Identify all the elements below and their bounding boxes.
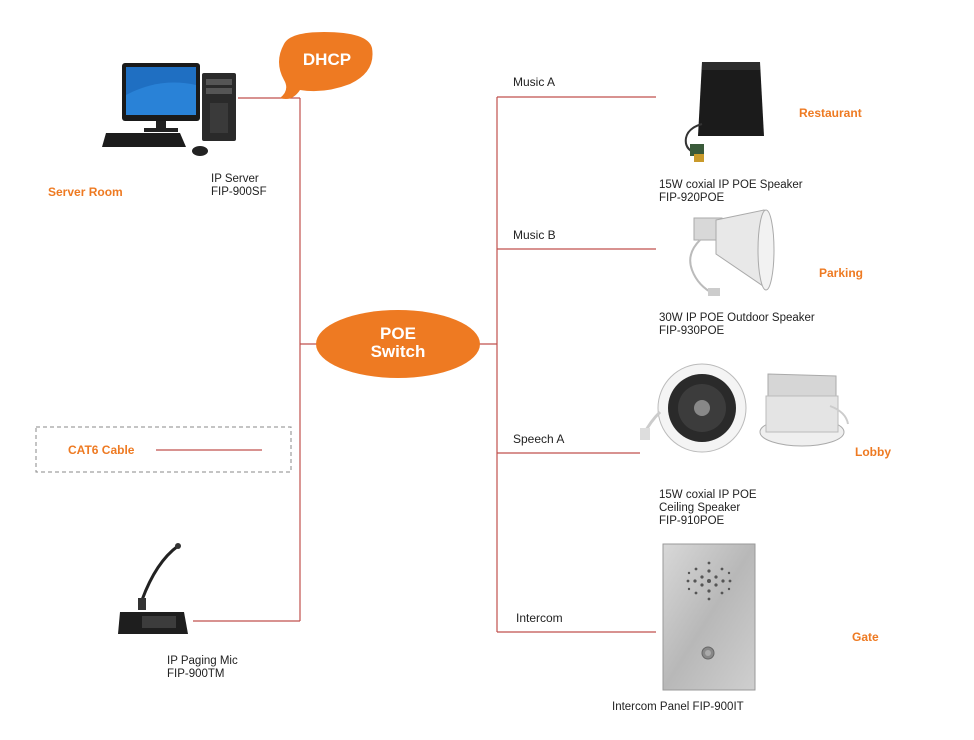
speech-a-label: Speech A: [513, 432, 565, 446]
poe-switch-label-line1: POE: [380, 324, 416, 343]
legend-box: [35, 426, 292, 473]
paging-mic-icon: [118, 543, 188, 634]
gate-label: Gate: [852, 630, 879, 644]
dhcp-label: DHCP: [302, 50, 352, 69]
legend-label: CAT6 Cable: [68, 443, 135, 457]
lobby-desc-1: 15W coxial IP POE: [659, 489, 757, 501]
dhcp-bubble: [279, 32, 373, 99]
parking-label: Parking: [819, 266, 864, 280]
intercom-panel-icon: [662, 543, 756, 691]
server-name-label: IP Server: [211, 173, 259, 185]
poe-switch-ellipse: [316, 310, 480, 378]
music-a-label: Music A: [513, 75, 556, 89]
lobby-label: Lobby: [855, 445, 891, 459]
server-model-label: FIP-900SF: [211, 186, 267, 198]
mic-name-label: IP Paging Mic: [167, 655, 238, 667]
music-b-label: Music B: [513, 228, 556, 242]
mic-model-label: FIP-900TM: [167, 668, 225, 680]
restaurant-desc: 15W coxial IP POE Speaker: [659, 179, 803, 191]
restaurant-label: Restaurant: [799, 106, 862, 120]
server-computer-icon: [102, 63, 236, 156]
server-room-label: Server Room: [48, 185, 123, 199]
ceiling-speaker-icon: [640, 363, 849, 453]
parking-desc: 30W IP POE Outdoor Speaker: [659, 312, 815, 324]
wall-speaker-icon: [684, 62, 764, 162]
restaurant-model: FIP-920POE: [659, 192, 725, 204]
lobby-desc-2: Ceiling Speaker: [659, 502, 741, 514]
poe-switch-label-line2: Switch: [370, 342, 426, 361]
gate-desc: Intercom Panel FIP-900IT: [612, 701, 744, 713]
parking-model: FIP-930POE: [659, 325, 725, 337]
poe-switch-label: POE Switch: [314, 325, 482, 361]
lobby-model: FIP-910POE: [659, 515, 725, 527]
horn-speaker-icon: [689, 209, 775, 296]
intercom-label: Intercom: [516, 611, 563, 625]
